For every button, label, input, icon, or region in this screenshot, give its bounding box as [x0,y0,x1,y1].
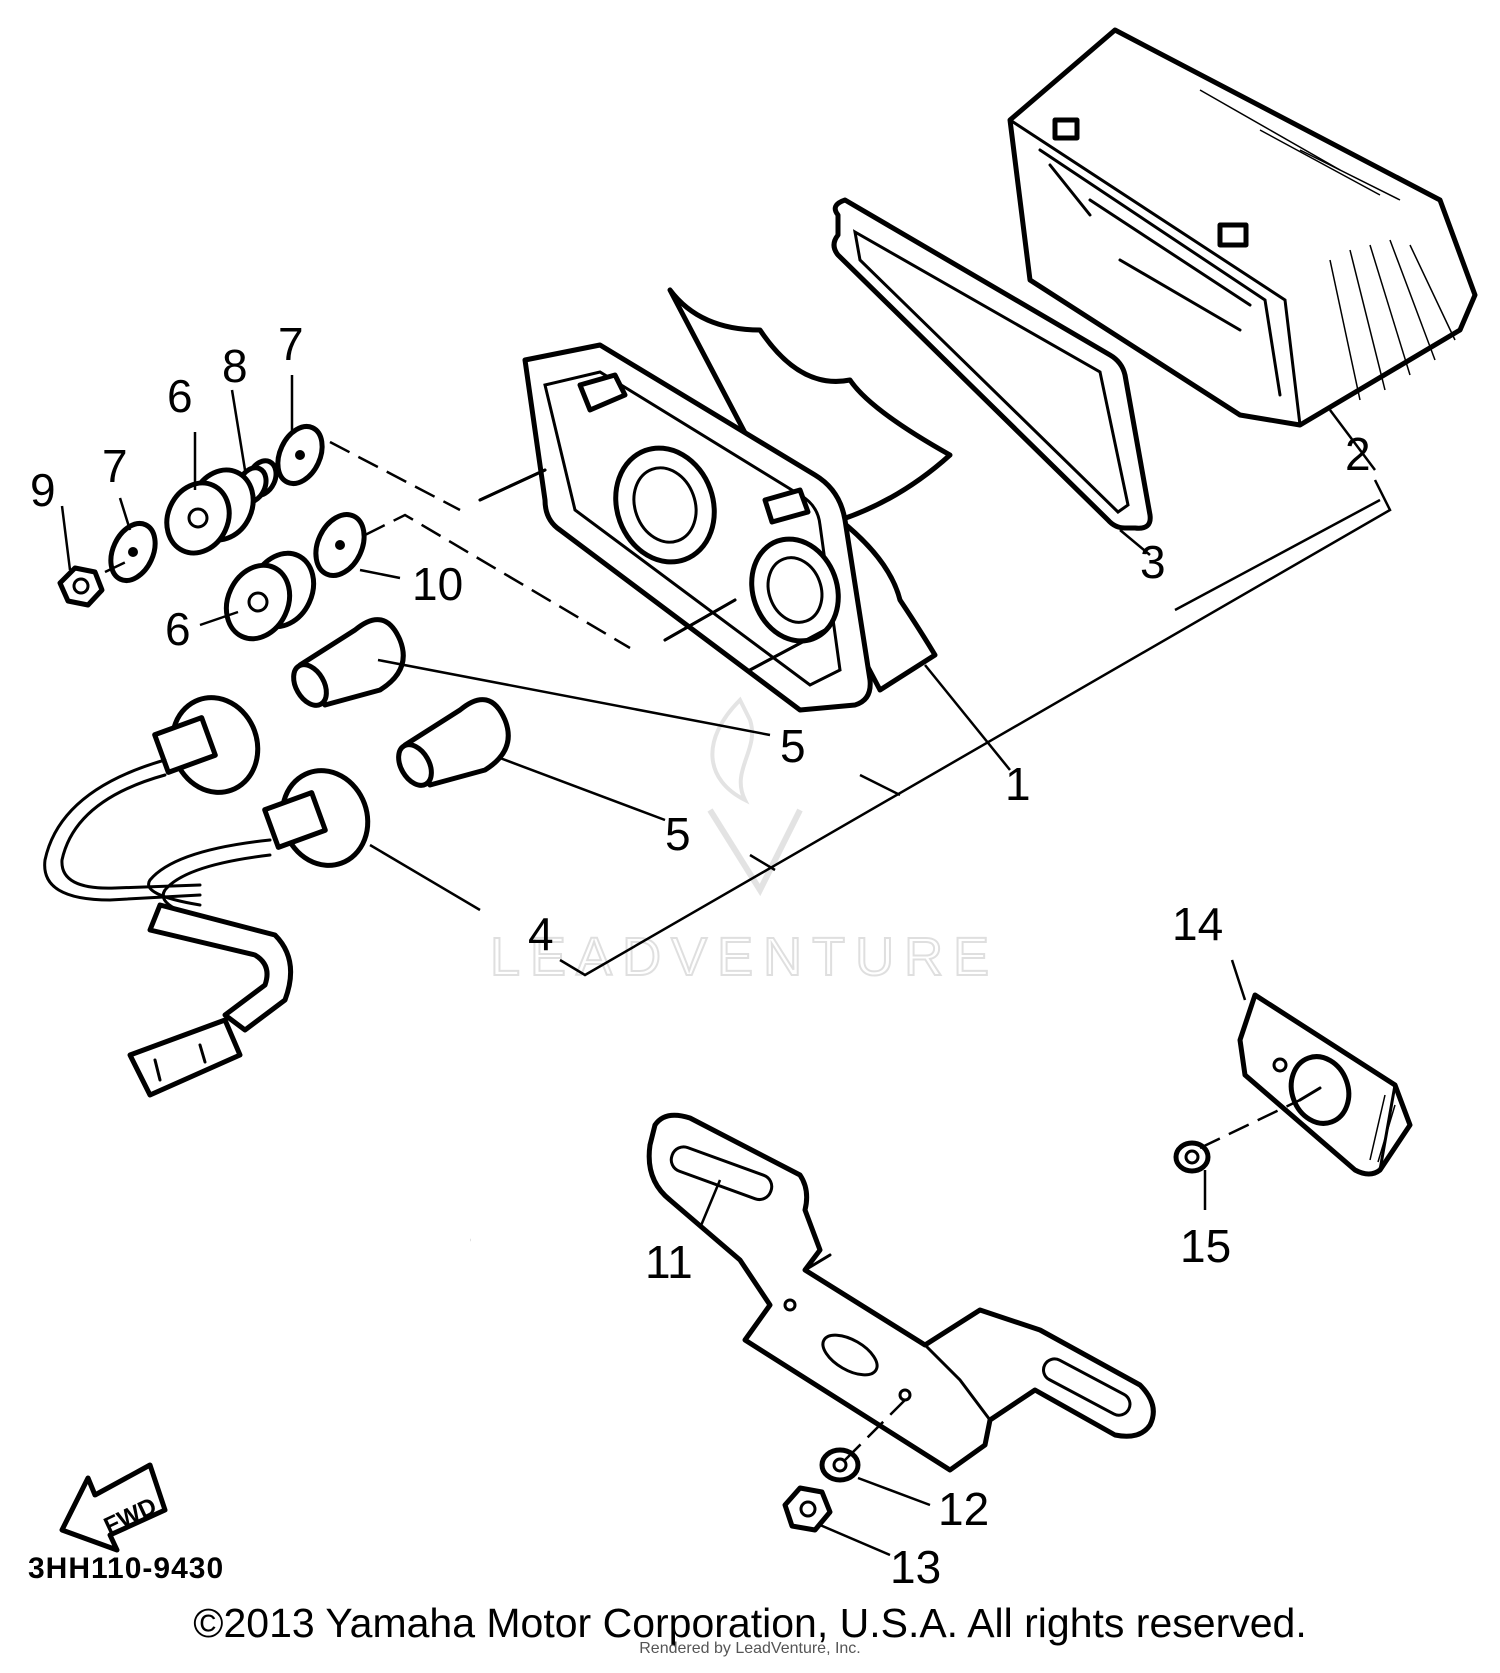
callout-12: 12 [938,1483,989,1535]
part-15-nut [1173,1140,1211,1174]
part-2-lens [1007,27,1478,428]
part-7-washer-left [108,521,158,583]
part-5-bulb-upper [291,617,406,708]
part-10-washer [313,512,367,578]
part-13-nut [782,1485,833,1533]
callout-14: 14 [1172,898,1223,950]
callout-5-upper: 5 [780,720,806,772]
callout-5-lower: 5 [665,808,691,860]
fwd-arrow-icon: FWD [59,1462,168,1553]
callout-13: 13 [890,1541,941,1593]
callout-7-left: 7 [102,440,128,492]
leadventure-watermark: LEADVENTURE [489,696,999,988]
callout-6-lower: 6 [165,603,191,655]
callout-10: 10 [412,558,463,610]
part-5-bulb-lower [396,697,511,788]
callout-1: 1 [1005,758,1031,810]
callout-9: 9 [30,464,56,516]
callout-2: 2 [1345,428,1371,480]
leader-lines [60,375,1392,1557]
assembly-lines [104,440,1301,1461]
callout-3: 3 [1140,536,1166,588]
part-3-gasket [831,197,1153,531]
rendered-by-notice: Rendered by LeadVenture, Inc. [639,1640,861,1657]
part-12-nut [819,1447,861,1483]
callout-11: 11 [645,1236,693,1288]
callout-8: 8 [222,340,248,392]
part-4-harness [43,695,371,1098]
callout-6-upper: 6 [167,370,193,422]
callout-15: 15 [1180,1220,1231,1272]
copyright-notice: ©2013 Yamaha Motor Corporation, U.S.A. A… [193,1600,1307,1646]
part-6-grommet-upper [164,467,256,556]
part-9-nut [57,565,105,608]
callouts: 1 2 3 4 5 5 6 6 7 7 8 9 10 11 12 13 14 1… [30,318,1371,1593]
part-14-reflector [1237,992,1413,1177]
diagram-code: 3HH110-9430 [28,1552,225,1585]
callout-4: 4 [528,908,554,960]
part-6-grommet-lower [223,550,317,642]
part-7-washer-right [275,424,325,486]
part-1-housing [478,287,953,713]
watermark-text: LEADVENTURE [490,927,999,987]
callout-7-right: 7 [278,318,304,370]
part-11-bracket [646,1112,1156,1473]
